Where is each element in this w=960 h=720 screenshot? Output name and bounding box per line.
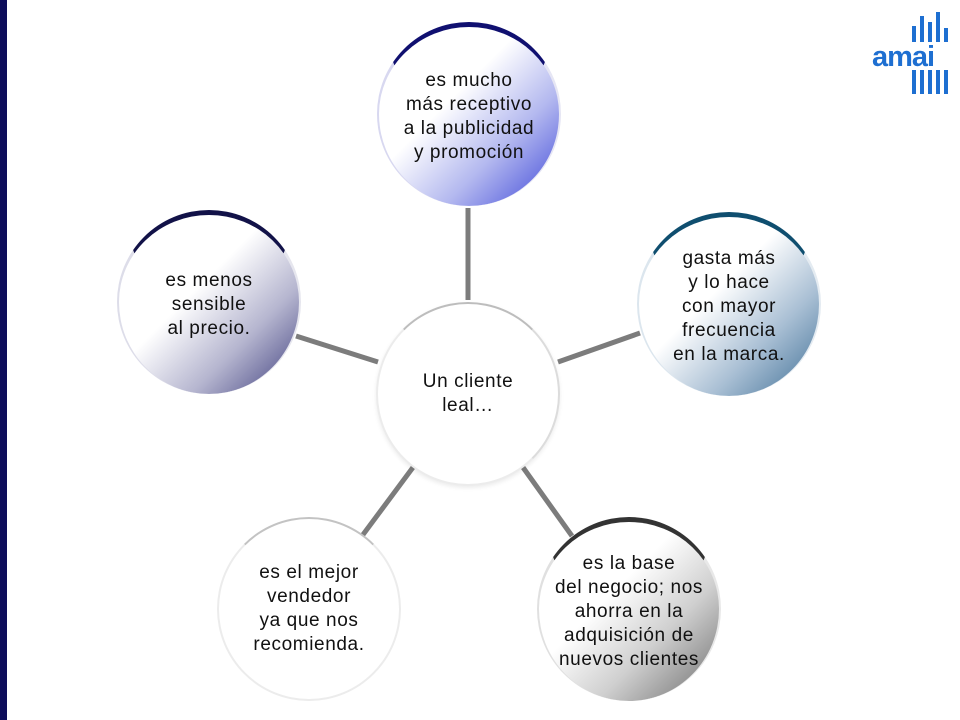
connector-left [295, 333, 379, 365]
node-bottom-right-label: es la base del negocio; nos ahorra en la… [555, 552, 703, 670]
logo-wordmark: amai [872, 41, 935, 73]
left-frame-bar [0, 0, 7, 720]
node-right-label: gasta más y lo hace con mayor frecuencia… [673, 247, 785, 365]
node-right: gasta más y lo hace con mayor frecuencia… [637, 212, 821, 396]
connector-bottom-right [519, 464, 575, 538]
center-node: Un cliente leal… [376, 302, 560, 486]
logo-bars-top-icon [912, 12, 948, 42]
amai-logo: amai [872, 12, 948, 96]
node-top: es mucho más receptivo a la publicidad y… [377, 22, 561, 206]
center-node-label: Un cliente leal… [422, 371, 514, 416]
node-left: es menos sensible al precio. [117, 210, 301, 394]
node-bottom-left: es el mejor vendedor ya que nos recomien… [217, 517, 401, 701]
node-left-label: es menos sensible al precio. [165, 269, 253, 339]
node-bottom-right: es la base del negocio; nos ahorra en la… [537, 517, 721, 701]
node-bottom-left-label: es el mejor vendedor ya que nos recomien… [253, 562, 365, 655]
node-top-label: es mucho más receptivo a la publicidad y… [403, 69, 535, 163]
connector-right [557, 330, 641, 365]
logo-bars-bottom-icon [912, 70, 948, 94]
connector-bottom-left [359, 464, 417, 538]
